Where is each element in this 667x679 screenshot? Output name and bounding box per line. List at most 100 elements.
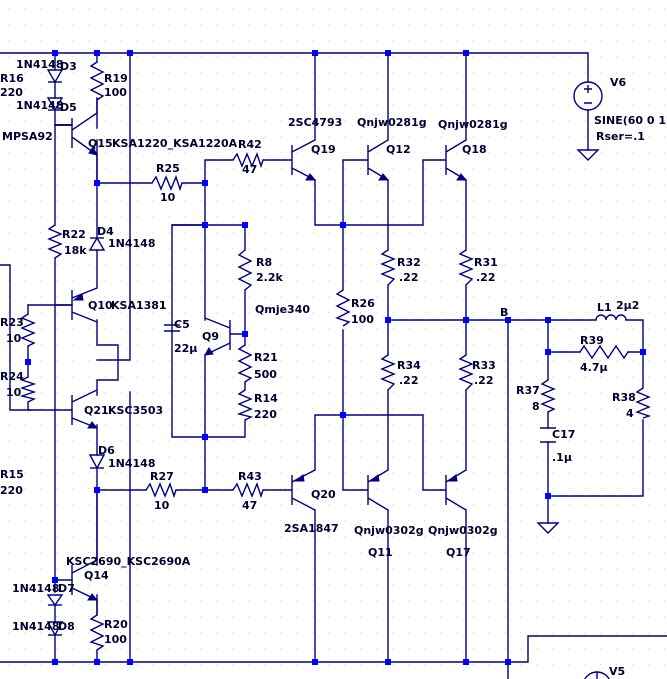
label-q11-name: Q11: [368, 546, 393, 559]
label-r23-value: 10: [6, 332, 22, 345]
diodes: [46, 69, 106, 637]
label-l1-value: 2µ2: [616, 299, 639, 312]
diode-d7: [46, 594, 64, 607]
label-r32-value: .22: [399, 271, 419, 284]
label-mpsa92-model: MPSA92: [2, 130, 53, 143]
label-r21-value: 500: [254, 368, 277, 381]
label-r38-name: R38: [612, 391, 636, 404]
resistors: [19, 61, 652, 651]
resistor-r43: [232, 482, 264, 499]
voltage-source-v5: [584, 671, 610, 679]
label-d7-name: D7: [58, 582, 75, 595]
label-q18-model: Qnjw0281g: [438, 118, 508, 131]
label-r34-value: .22: [399, 374, 419, 387]
label-c5-value: 22µ: [174, 342, 197, 355]
label-r16-name: R16: [0, 72, 24, 85]
label-v6-name: V6: [610, 76, 627, 89]
resistor-r33: [458, 354, 474, 391]
label-c5-name: C5: [174, 318, 190, 331]
voltage-source-v6: [573, 81, 603, 111]
label-r37-name: R37: [516, 384, 540, 397]
transistor-q18: [440, 139, 468, 181]
label-r27-value: 10: [154, 499, 170, 512]
transistor-q20: [285, 469, 316, 511]
label-r15-name: R15: [0, 468, 24, 481]
label-r42-name: R42: [238, 138, 262, 151]
capacitors: [164, 324, 556, 443]
label-r26-name: R26: [351, 297, 375, 310]
label-q9-model: Qmje340: [255, 303, 310, 316]
resistor-r34: [380, 354, 396, 391]
label-d3-name: D3: [60, 60, 77, 73]
label-r23-name: R23: [0, 316, 24, 329]
label-q19-model: 2SC4793: [288, 116, 342, 129]
transistor-q14: [71, 490, 99, 615]
resistor-r39: [579, 344, 629, 360]
label-d4-name: D4: [97, 225, 114, 238]
diode-d6: [88, 454, 106, 470]
label-d3-model: 1N4148: [16, 58, 63, 71]
resistor-r20: [89, 614, 105, 651]
resistor-r31: [458, 249, 474, 286]
label-r34-name: R34: [397, 359, 421, 372]
label-c17-name: C17: [552, 428, 575, 441]
label-q9-name: Q9: [202, 330, 219, 343]
label-q10-model: KSA1381: [111, 299, 167, 312]
label-r27-name: R27: [150, 470, 174, 483]
label-r31-name: R31: [474, 256, 498, 269]
label-d6-name: D6: [98, 444, 115, 457]
diode-d3: [46, 69, 64, 84]
label-r19-value: 100: [104, 86, 127, 99]
label-q17-name: Q17: [446, 546, 471, 559]
label-r14-name: R14: [254, 392, 278, 405]
label-node-b: B: [500, 306, 508, 319]
label-r19-name: R19: [104, 72, 128, 85]
label-q21-model: KSC3503: [108, 404, 163, 417]
label-l1-name: L1: [597, 301, 612, 314]
label-d4-model: 1N4148: [108, 237, 155, 250]
label-q20-model: 2SA1847: [284, 522, 339, 535]
label-q18-name: Q18: [462, 143, 487, 156]
label-r16-value: 220: [0, 86, 23, 99]
label-r39-name: R39: [580, 334, 604, 347]
label-d5-model: 1N4148: [16, 99, 63, 112]
resistor-r23: [20, 313, 36, 347]
labels: 1N4148 D3 R16 220 1N4148 D5 MPSA92 R19 1…: [0, 58, 667, 678]
transistor-q17: [440, 469, 467, 511]
ground-icon: [536, 522, 560, 534]
label-r26-value: 100: [351, 313, 374, 326]
resistor-r14: [236, 389, 254, 421]
diode-d4: [88, 236, 106, 251]
capacitor-c17: [540, 427, 556, 443]
resistor-r37: [540, 379, 556, 413]
label-r22-value: 18k: [64, 244, 87, 257]
label-r39-value: 4.7µ: [580, 361, 608, 374]
label-r38-value: 4: [626, 407, 634, 420]
transistors: [55, 98, 468, 615]
label-q21-name: Q21: [84, 404, 109, 417]
capacitor-c5: [164, 324, 180, 332]
label-r25-name: R25: [156, 162, 180, 175]
transistor-q19: [285, 139, 317, 181]
label-r8-name: R8: [256, 256, 272, 269]
label-q17-model: Qnjw0302g: [428, 524, 498, 537]
label-d8-name: D8: [58, 620, 75, 633]
label-r14-value: 220: [254, 408, 277, 421]
resistor-r32: [380, 249, 396, 286]
label-q19-name: Q19: [311, 143, 336, 156]
label-q11-model: Qnjw0302g: [354, 524, 424, 537]
resistor-r27: [145, 482, 177, 499]
label-d5-name: D5: [60, 101, 77, 114]
label-r33-value: .22: [474, 374, 494, 387]
label-r24-name: R24: [0, 370, 24, 383]
label-r20-value: 100: [104, 633, 127, 646]
transistor-q9: [204, 317, 231, 356]
label-q12-name: Q12: [386, 143, 411, 156]
label-q20-name: Q20: [311, 488, 336, 501]
label-r32-name: R32: [397, 256, 421, 269]
label-d8-model: 1N4148: [12, 620, 59, 633]
label-q12-model: Qnjw0281g: [357, 116, 427, 129]
label-r43-value: 47: [242, 499, 257, 512]
transistor-q12: [362, 139, 390, 181]
